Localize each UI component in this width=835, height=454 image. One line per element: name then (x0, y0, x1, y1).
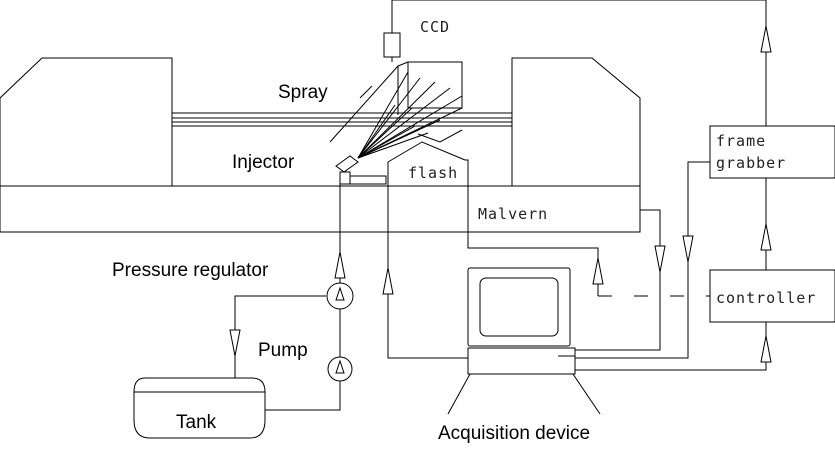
left-housing (0, 57, 173, 186)
acquisition-device-label: Acquisition device (438, 423, 590, 444)
flow-arrows (229, 25, 772, 363)
return-line (234, 295, 326, 378)
malvern-label: Malvern (478, 205, 548, 223)
frame-grabber-label-line2: grabber (716, 154, 786, 172)
frame-grabber-label-line1: frame (716, 132, 766, 150)
flash-label: flash (408, 164, 458, 182)
tank (133, 377, 266, 439)
ccd-camera (383, 0, 401, 62)
flash-unit (387, 141, 466, 186)
pump-label: Pump (258, 340, 308, 361)
ccd-label: CCD (420, 18, 450, 36)
ccd-to-grabber-wire (392, 0, 767, 126)
malvern-to-acq-wire (575, 209, 661, 351)
spray-chamber (329, 61, 463, 159)
injector-signal-wire (387, 186, 468, 359)
pressure-regulator-label: Pressure regulator (112, 260, 269, 281)
controller-to-acq-wire (575, 322, 767, 371)
controller-label: controller (716, 289, 816, 307)
laser-beam (172, 112, 512, 127)
right-housing (511, 57, 641, 186)
spray-label: Spray (278, 82, 328, 103)
tank-label: Tank (176, 412, 217, 433)
acquisition-device (447, 267, 601, 415)
grabber-to-acq-wire (575, 161, 710, 359)
injector-label: Injector (232, 152, 295, 173)
frame-grabber-box (709, 125, 835, 179)
injector (335, 155, 387, 185)
pump (327, 356, 353, 382)
flash-wire (467, 232, 599, 296)
optical-bench (0, 185, 641, 233)
pressure-regulator (326, 282, 354, 310)
